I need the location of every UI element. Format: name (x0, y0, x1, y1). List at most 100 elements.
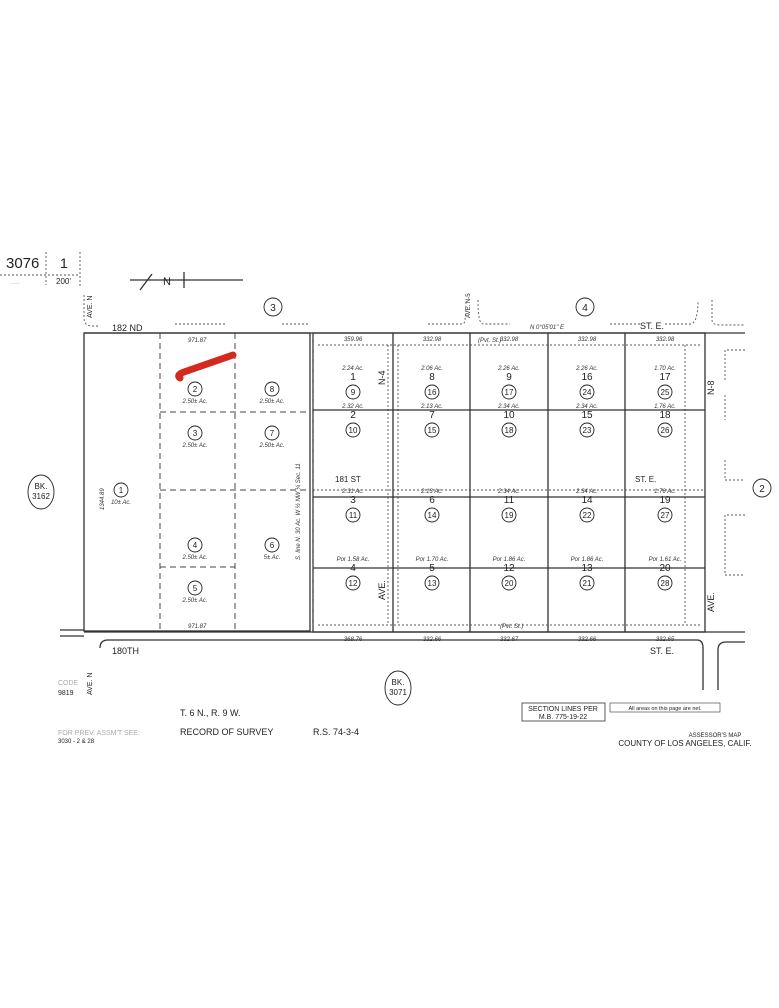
parcel-number-circle (345, 422, 361, 438)
parcel-number: 1 (119, 486, 124, 495)
parcel-number-circle (264, 537, 280, 553)
parcel[interactable]: 82.50± Ac. (258, 381, 285, 405)
map-page-number: 1 (60, 255, 68, 271)
street-182nd: 182 ND (112, 323, 143, 333)
parcel-area: 2.24 Ac. (341, 366, 364, 372)
parcel[interactable]: 192.24 Ac. (341, 366, 364, 400)
parcel[interactable]: 6 5± Ac. (264, 537, 281, 561)
parcel-area: 1.76 Ac. (654, 489, 676, 495)
lot-number: 7 (429, 410, 435, 421)
parcel-number-circle (187, 425, 203, 441)
svg-text:M.B. 775-19-22: M.B. 775-19-22 (539, 714, 587, 721)
street-st-e-top: ST. E. (640, 321, 664, 331)
parcel-number-circle (264, 381, 280, 397)
lot-number: 13 (581, 563, 593, 574)
parcel-area: 2.06 Ac. (420, 366, 443, 372)
parcel-number-circle (187, 537, 203, 553)
north-label: N (163, 276, 171, 288)
parcel-area: 2.32 Ac. (341, 404, 364, 410)
parcel-area: 2.31 Ac. (341, 489, 364, 495)
parcel-number: 24 (583, 388, 592, 397)
township-range: T. 6 N., R. 9 W. (180, 708, 241, 718)
parcel-number: 5 (193, 584, 198, 593)
parcel-number: 17 (505, 388, 514, 397)
lot-number: 2 (350, 410, 356, 421)
parcel[interactable]: 42.50± Ac. (181, 537, 208, 561)
parcel-area: Por 1.61 Ac. (649, 557, 682, 563)
map-scale: 200' (56, 277, 71, 286)
dimension: 332.98 (578, 337, 597, 343)
street-st-e-bottom: ST. E. (650, 646, 674, 656)
parcel-number: 11 (349, 511, 358, 520)
bearing-label: N 0°05'01" E (530, 325, 565, 331)
block-4: 4 (575, 297, 595, 317)
parcel-number: 23 (583, 426, 592, 435)
right-street-outlines (724, 349, 745, 576)
parcel[interactable]: 72.50± Ac. (258, 425, 285, 449)
parcel[interactable]: 22.50± Ac. (181, 381, 208, 405)
lot-number: 15 (581, 410, 593, 421)
lot-number: 12 (503, 563, 515, 574)
parcel-number-circle (657, 507, 673, 523)
parcel[interactable]: 110± Ac. (111, 482, 131, 506)
parcel-area: 2.34 Ac. (575, 404, 598, 410)
street-ave-right: AVE. (706, 592, 716, 612)
record-of-survey-label: RECORD OF SURVEY (180, 727, 273, 737)
parcel-number: 2 (193, 385, 198, 394)
street-n-8: N-8 (706, 380, 716, 395)
dimension: 359.96 (344, 337, 363, 343)
parcel-number-circle (424, 384, 440, 400)
street-ave-n-bottom: AVE. N (87, 673, 94, 695)
parcel-number: 7 (270, 429, 275, 438)
svg-text:All areas on this page are net: All areas on this page are net. (628, 706, 702, 712)
parcel-number-circle (424, 422, 440, 438)
parcel[interactable]: 15 23 2.34 Ac. (575, 404, 598, 438)
dimension: 971.87 (188, 624, 207, 630)
parcel-area: Por 1.70 Ac. (416, 557, 449, 563)
parcel-area: 1.76 Ac. (654, 404, 676, 410)
parcel-number-circle (501, 575, 517, 591)
parcel-number-circle (424, 507, 440, 523)
private-street-label: (Pvt. St.) (500, 624, 523, 630)
lot-number: 9 (506, 372, 512, 383)
parcel-number: 6 (270, 541, 275, 550)
parcel[interactable]: 32.50± Ac. (181, 425, 208, 449)
parcel-number: 27 (661, 511, 670, 520)
svg-text:3071: 3071 (389, 688, 407, 697)
lot-number: 14 (581, 495, 593, 506)
dimension: 332.98 (423, 337, 442, 343)
parcel-area: Por 1.86 Ac. (571, 557, 604, 563)
parcel[interactable]: 52.50± Ac. (181, 580, 208, 604)
parcel-area: 1.70 Ac. (654, 366, 676, 372)
parcel-area: 2.34 Ac. (497, 404, 520, 410)
lot-number: 1 (350, 372, 356, 383)
map-book-number: 3076 (6, 255, 39, 272)
county-label: COUNTY OF LOS ANGELES, CALIF. (618, 739, 751, 748)
parcel-area: 5± Ac. (264, 555, 281, 561)
parcel-number: 13 (428, 579, 437, 588)
lot-number: 4 (350, 563, 356, 574)
dimension: 332.98 (500, 337, 519, 343)
parcel-number: 20 (505, 579, 514, 588)
parcel-number-circle (345, 384, 361, 400)
lot-number: 20 (659, 563, 671, 574)
